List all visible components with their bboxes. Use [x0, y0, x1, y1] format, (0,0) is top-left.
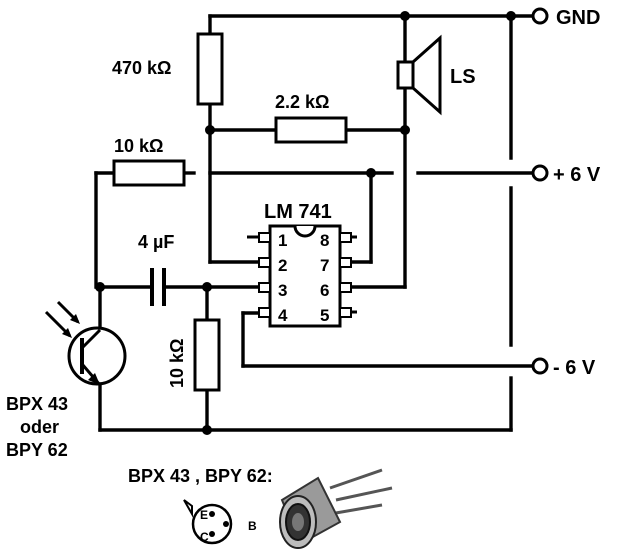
speaker-label: LS — [450, 66, 476, 88]
ic-label: LM 741 — [264, 201, 332, 223]
minus-terminal — [531, 357, 549, 375]
plus-terminal — [531, 164, 549, 182]
ic-pin-7: 7 — [320, 256, 329, 275]
junctions — [95, 11, 516, 435]
ic-lm741 — [247, 224, 357, 328]
ic-pin-3: 3 — [278, 281, 287, 300]
speaker-icon — [396, 34, 442, 116]
resistor-2-2k — [274, 116, 348, 144]
supply-terminals: GND + 6 V - 6 V — [531, 7, 601, 379]
phototransistor-icon — [44, 300, 127, 386]
resistor-10k-bias — [112, 159, 186, 187]
transistor-label-3: BPY 62 — [6, 440, 68, 460]
transistor-label-2: oder — [20, 417, 59, 437]
resistor-10k-input-label: 10 kΩ — [167, 339, 187, 388]
ic-pin-5: 5 — [320, 306, 329, 325]
minus-6v-label: - 6 V — [553, 357, 596, 379]
pinout-title: BPX 43 , BPY 62: — [128, 466, 273, 486]
transistor-label-1: BPX 43 — [6, 394, 68, 414]
capacitor-label: 4 µF — [138, 232, 174, 252]
wires — [94, 14, 534, 432]
capacitor-4uf — [150, 268, 166, 306]
pinout-diagram — [183, 499, 233, 545]
resistor-2-2k-label: 2.2 kΩ — [275, 92, 329, 112]
ic-pin-4: 4 — [278, 306, 288, 325]
pinout-e: E — [200, 508, 208, 522]
resistor-10k-input — [193, 318, 221, 392]
gnd-label: GND — [556, 7, 600, 29]
plus-6v-label: + 6 V — [553, 164, 601, 186]
resistor-470k — [196, 32, 224, 106]
resistor-470k-label: 470 kΩ — [112, 58, 171, 78]
gnd-terminal — [531, 7, 549, 25]
transistor-package-icon — [279, 468, 393, 549]
ic-pin-8: 8 — [320, 231, 329, 250]
ic-pin-2: 2 — [278, 256, 287, 275]
pinout-b: B — [248, 519, 257, 533]
ic-pin-1: 1 — [278, 231, 287, 250]
resistor-10k-bias-label: 10 kΩ — [114, 136, 163, 156]
ic-pin-6: 6 — [320, 281, 329, 300]
pinout-c: C — [200, 530, 209, 544]
